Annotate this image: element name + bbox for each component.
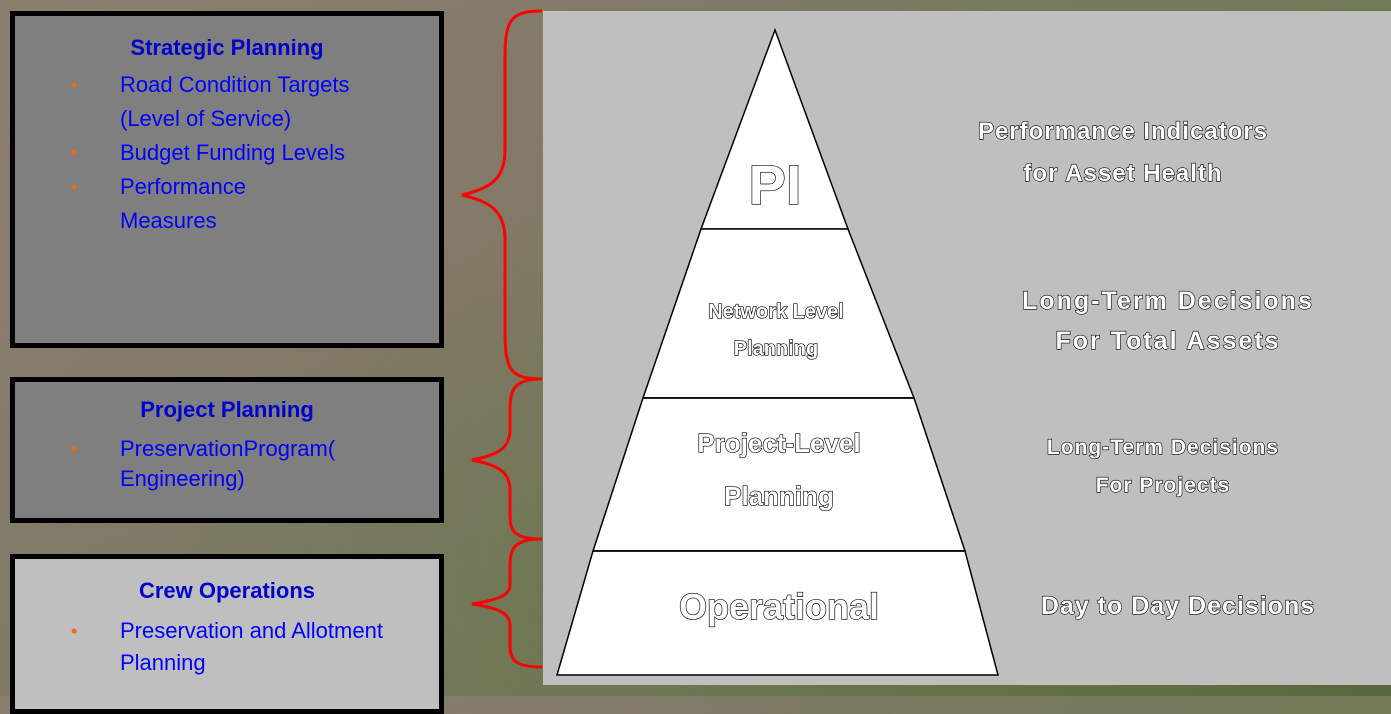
pyramid-label-project-1: Project-Level <box>697 428 860 458</box>
pyramid-diagram-panel: PI Network Level Planning Project-Level … <box>543 11 1391 685</box>
description-pi: Performance Indicators for Asset Health <box>977 117 1269 187</box>
strategic-item: • Road Condition Targets (Level of Servi… <box>15 68 358 136</box>
crew-item: • Preservation and Allotment Planning <box>15 615 398 679</box>
project-planning-box: Project Planning • PreservationProgram( … <box>10 377 444 523</box>
crew-operations-list: • Preservation and Allotment Planning <box>15 615 439 679</box>
pyramid-label-network-2: Planning <box>734 338 818 360</box>
pyramid-label-network-1: Network Level <box>708 301 844 323</box>
crew-operations-box: Crew Operations • Preservation and Allot… <box>10 554 444 714</box>
description-project: Long-Term Decisions For Projects <box>1046 435 1280 497</box>
crew-bracket <box>471 537 543 669</box>
project-planning-title: Project Planning <box>140 397 314 422</box>
bullet-icon: • <box>71 621 78 641</box>
pyramid-label-project-2: Planning <box>724 481 834 511</box>
strategic-item: • Budget Funding Levels <box>15 136 439 170</box>
bullet-icon: • <box>71 75 78 95</box>
strategic-planning-box: Strategic Planning • Road Condition Targ… <box>10 11 444 348</box>
bullet-icon: • <box>71 439 78 459</box>
description-operational: Day to Day Decisions <box>1040 591 1316 620</box>
project-item: • PreservationProgram( Engineering) <box>71 436 336 491</box>
project-bracket <box>471 377 543 541</box>
crew-operations-title: Crew Operations <box>138 578 316 603</box>
pyramid-label-operational: Operational <box>679 586 879 627</box>
strategic-planning-list: • Road Condition Targets (Level of Servi… <box>15 68 439 238</box>
project-planning-list: • PreservationProgram( Engineering) <box>15 434 439 494</box>
description-network: Long-Term Decisions For Total Assets <box>1022 286 1314 355</box>
strategic-item: • Performance Measures <box>15 170 308 238</box>
pyramid-svg: PI Network Level Planning Project-Level … <box>556 27 999 676</box>
strategic-planning-title: Strategic Planning <box>130 35 324 60</box>
pyramid-label-pi: PI <box>749 153 802 216</box>
bullet-icon: • <box>71 177 78 197</box>
pyramid-tier-project <box>591 397 967 552</box>
bullet-icon: • <box>71 143 78 163</box>
bracket-group <box>461 9 543 669</box>
strategic-bracket <box>461 9 543 381</box>
